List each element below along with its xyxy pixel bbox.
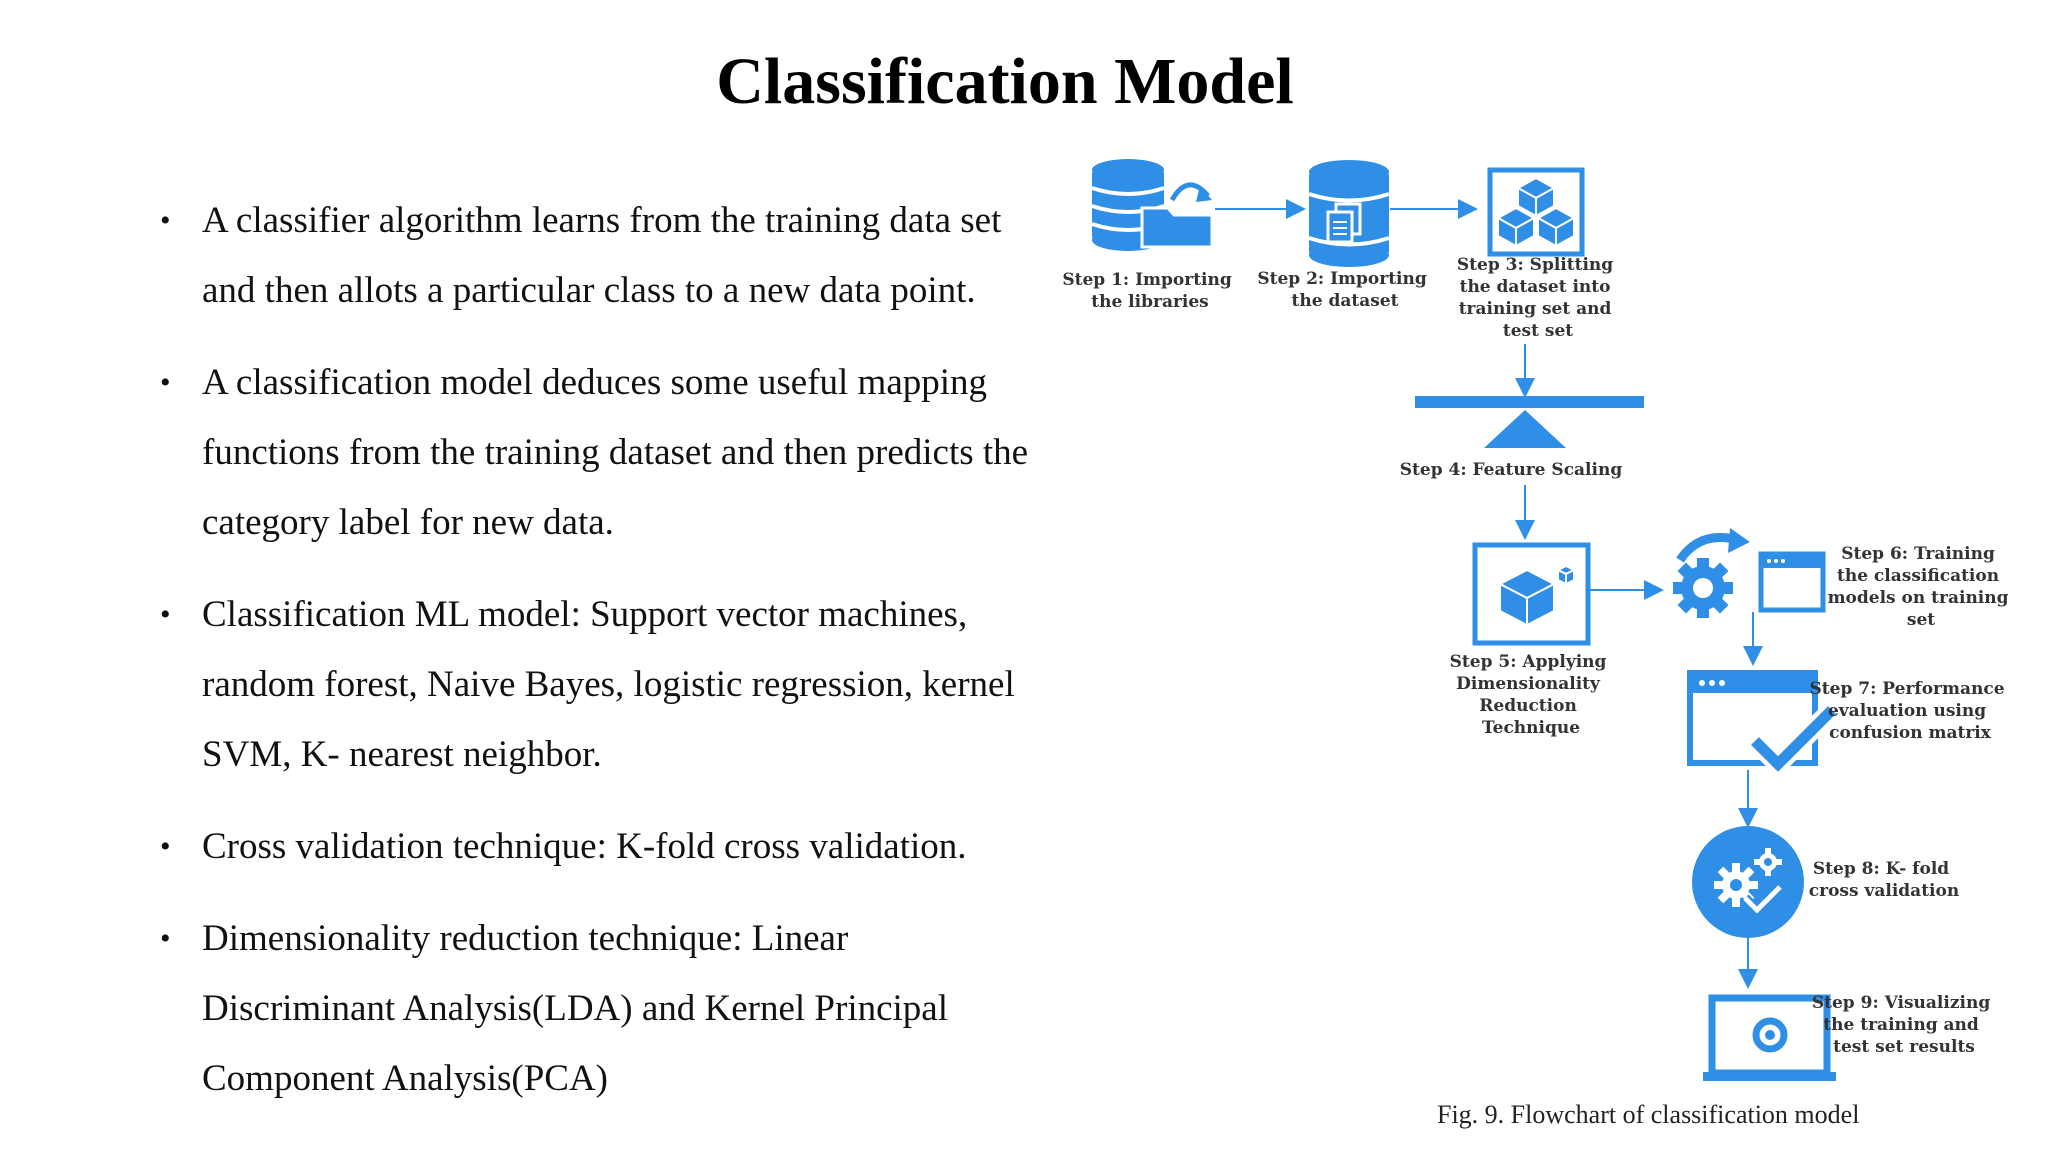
step-1-label: Step 1: Importing the libraries: [1062, 270, 1237, 312]
page-title: Classification Model: [716, 45, 1294, 118]
cubes-split-icon: [1487, 167, 1585, 257]
figure-caption: Fig. 9. Flowchart of classification mode…: [1437, 1100, 1860, 1129]
step-9-label: Step 9: Visualizing the training and tes…: [1812, 993, 1996, 1057]
step-4-label: Step 4: Feature Scaling: [1400, 460, 1623, 480]
gears-check-icon: [1692, 826, 1804, 938]
balance-scale-icon: [1415, 396, 1644, 448]
bullet-item: A classification model deduces some usef…: [160, 348, 1040, 558]
cube-reduce-icon: [1472, 542, 1591, 646]
gear-window-icon: [1673, 528, 1826, 618]
step-8-label: Step 8: K- fold cross validation: [1809, 859, 1959, 901]
bullet-list: A classifier algorithm learns from the t…: [160, 186, 1040, 1136]
monitor-icon: [1703, 994, 1836, 1081]
bullet-item: Dimensionality reduction technique: Line…: [160, 904, 1040, 1114]
bullet-item: Cross validation technique: K-fold cross…: [160, 812, 1040, 882]
step-5-label: Step 5: Applying Dimensionality Reductio…: [1450, 652, 1613, 738]
window-check-icon: [1687, 670, 1840, 779]
database-folder-icon: [1091, 159, 1214, 251]
step-7-label: Step 7: Performance evaluation using con…: [1810, 679, 2011, 743]
flow-labels: Step 1: Importing the libraries Step 2: …: [1062, 255, 2015, 1057]
step-6-label: Step 6: Training the classification mode…: [1828, 544, 2015, 630]
bullet-item: Classification ML model: Support vector …: [160, 580, 1040, 790]
database-document-icon: [1308, 160, 1390, 267]
flow-connectors: [1215, 199, 1763, 989]
step-3-label: Step 3: Splitting the dataset into train…: [1457, 255, 1619, 341]
bullet-item: A classifier algorithm learns from the t…: [160, 186, 1040, 326]
step-2-label: Step 2: Importing the dataset: [1257, 269, 1432, 311]
